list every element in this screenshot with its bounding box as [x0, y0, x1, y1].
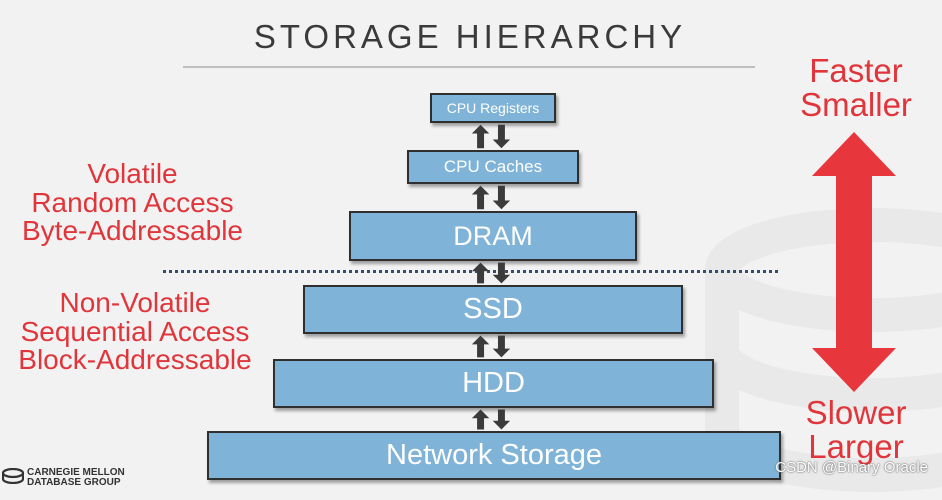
transfer-arrows-icon	[471, 409, 511, 430]
logo-line1: CARNEGIE MELLON	[27, 467, 125, 478]
cmu-db-logo: CARNEGIE MELLON DATABASE GROUP	[2, 468, 125, 488]
level-dram: DRAM	[349, 211, 637, 261]
slower-larger-label: Slower Larger	[778, 396, 934, 463]
faster-label: Faster	[809, 52, 903, 89]
level-label: CPU Registers	[446, 100, 540, 116]
volatile-divider-line	[163, 270, 778, 273]
page-title: STORAGE HIERARCHY	[253, 18, 687, 55]
slower-label: Slower	[805, 394, 907, 431]
block-addressable-label: Block-Addressable	[18, 344, 252, 376]
level-ssd: SSD	[303, 285, 683, 334]
larger-label: Larger	[808, 427, 904, 465]
level-label: Network Storage	[386, 439, 602, 471]
title-underline	[183, 66, 755, 68]
random-access-label: Random Access	[31, 186, 234, 218]
transfer-arrows-icon	[471, 262, 511, 284]
level-network-storage: Network Storage	[207, 431, 781, 480]
transfer-arrows-icon	[471, 185, 511, 210]
level-label: DRAM	[453, 220, 533, 251]
sequential-access-label: Sequential Access	[20, 315, 250, 347]
level-label: CPU Caches	[443, 157, 543, 176]
non-volatile-label-group: Non-Volatile Sequential Access Block-Add…	[0, 287, 270, 376]
logo-line2: DATABASE GROUP	[27, 477, 121, 488]
csdn-watermark: CSDN @Binary Oracle	[775, 459, 928, 476]
level-cpu-caches: CPU Caches	[407, 150, 579, 184]
level-hdd: HDD	[273, 359, 714, 408]
level-label: HDD	[462, 367, 525, 399]
byte-addressable-label: Byte-Addressable	[21, 215, 243, 247]
transfer-arrows-icon	[471, 335, 511, 358]
transfer-arrows-icon	[471, 124, 511, 149]
faster-smaller-label: Faster Smaller	[778, 54, 934, 121]
volatile-label: Volatile	[87, 158, 178, 189]
level-label: SSD	[463, 293, 523, 325]
non-volatile-label: Non-Volatile	[59, 287, 211, 318]
speed-size-double-arrow-icon	[812, 132, 896, 392]
volatile-label-group: Volatile Random Access Byte-Addressable	[0, 158, 265, 247]
smaller-label: Smaller	[800, 85, 912, 123]
database-logo-icon	[2, 468, 24, 484]
level-cpu-registers: CPU Registers	[430, 93, 556, 123]
